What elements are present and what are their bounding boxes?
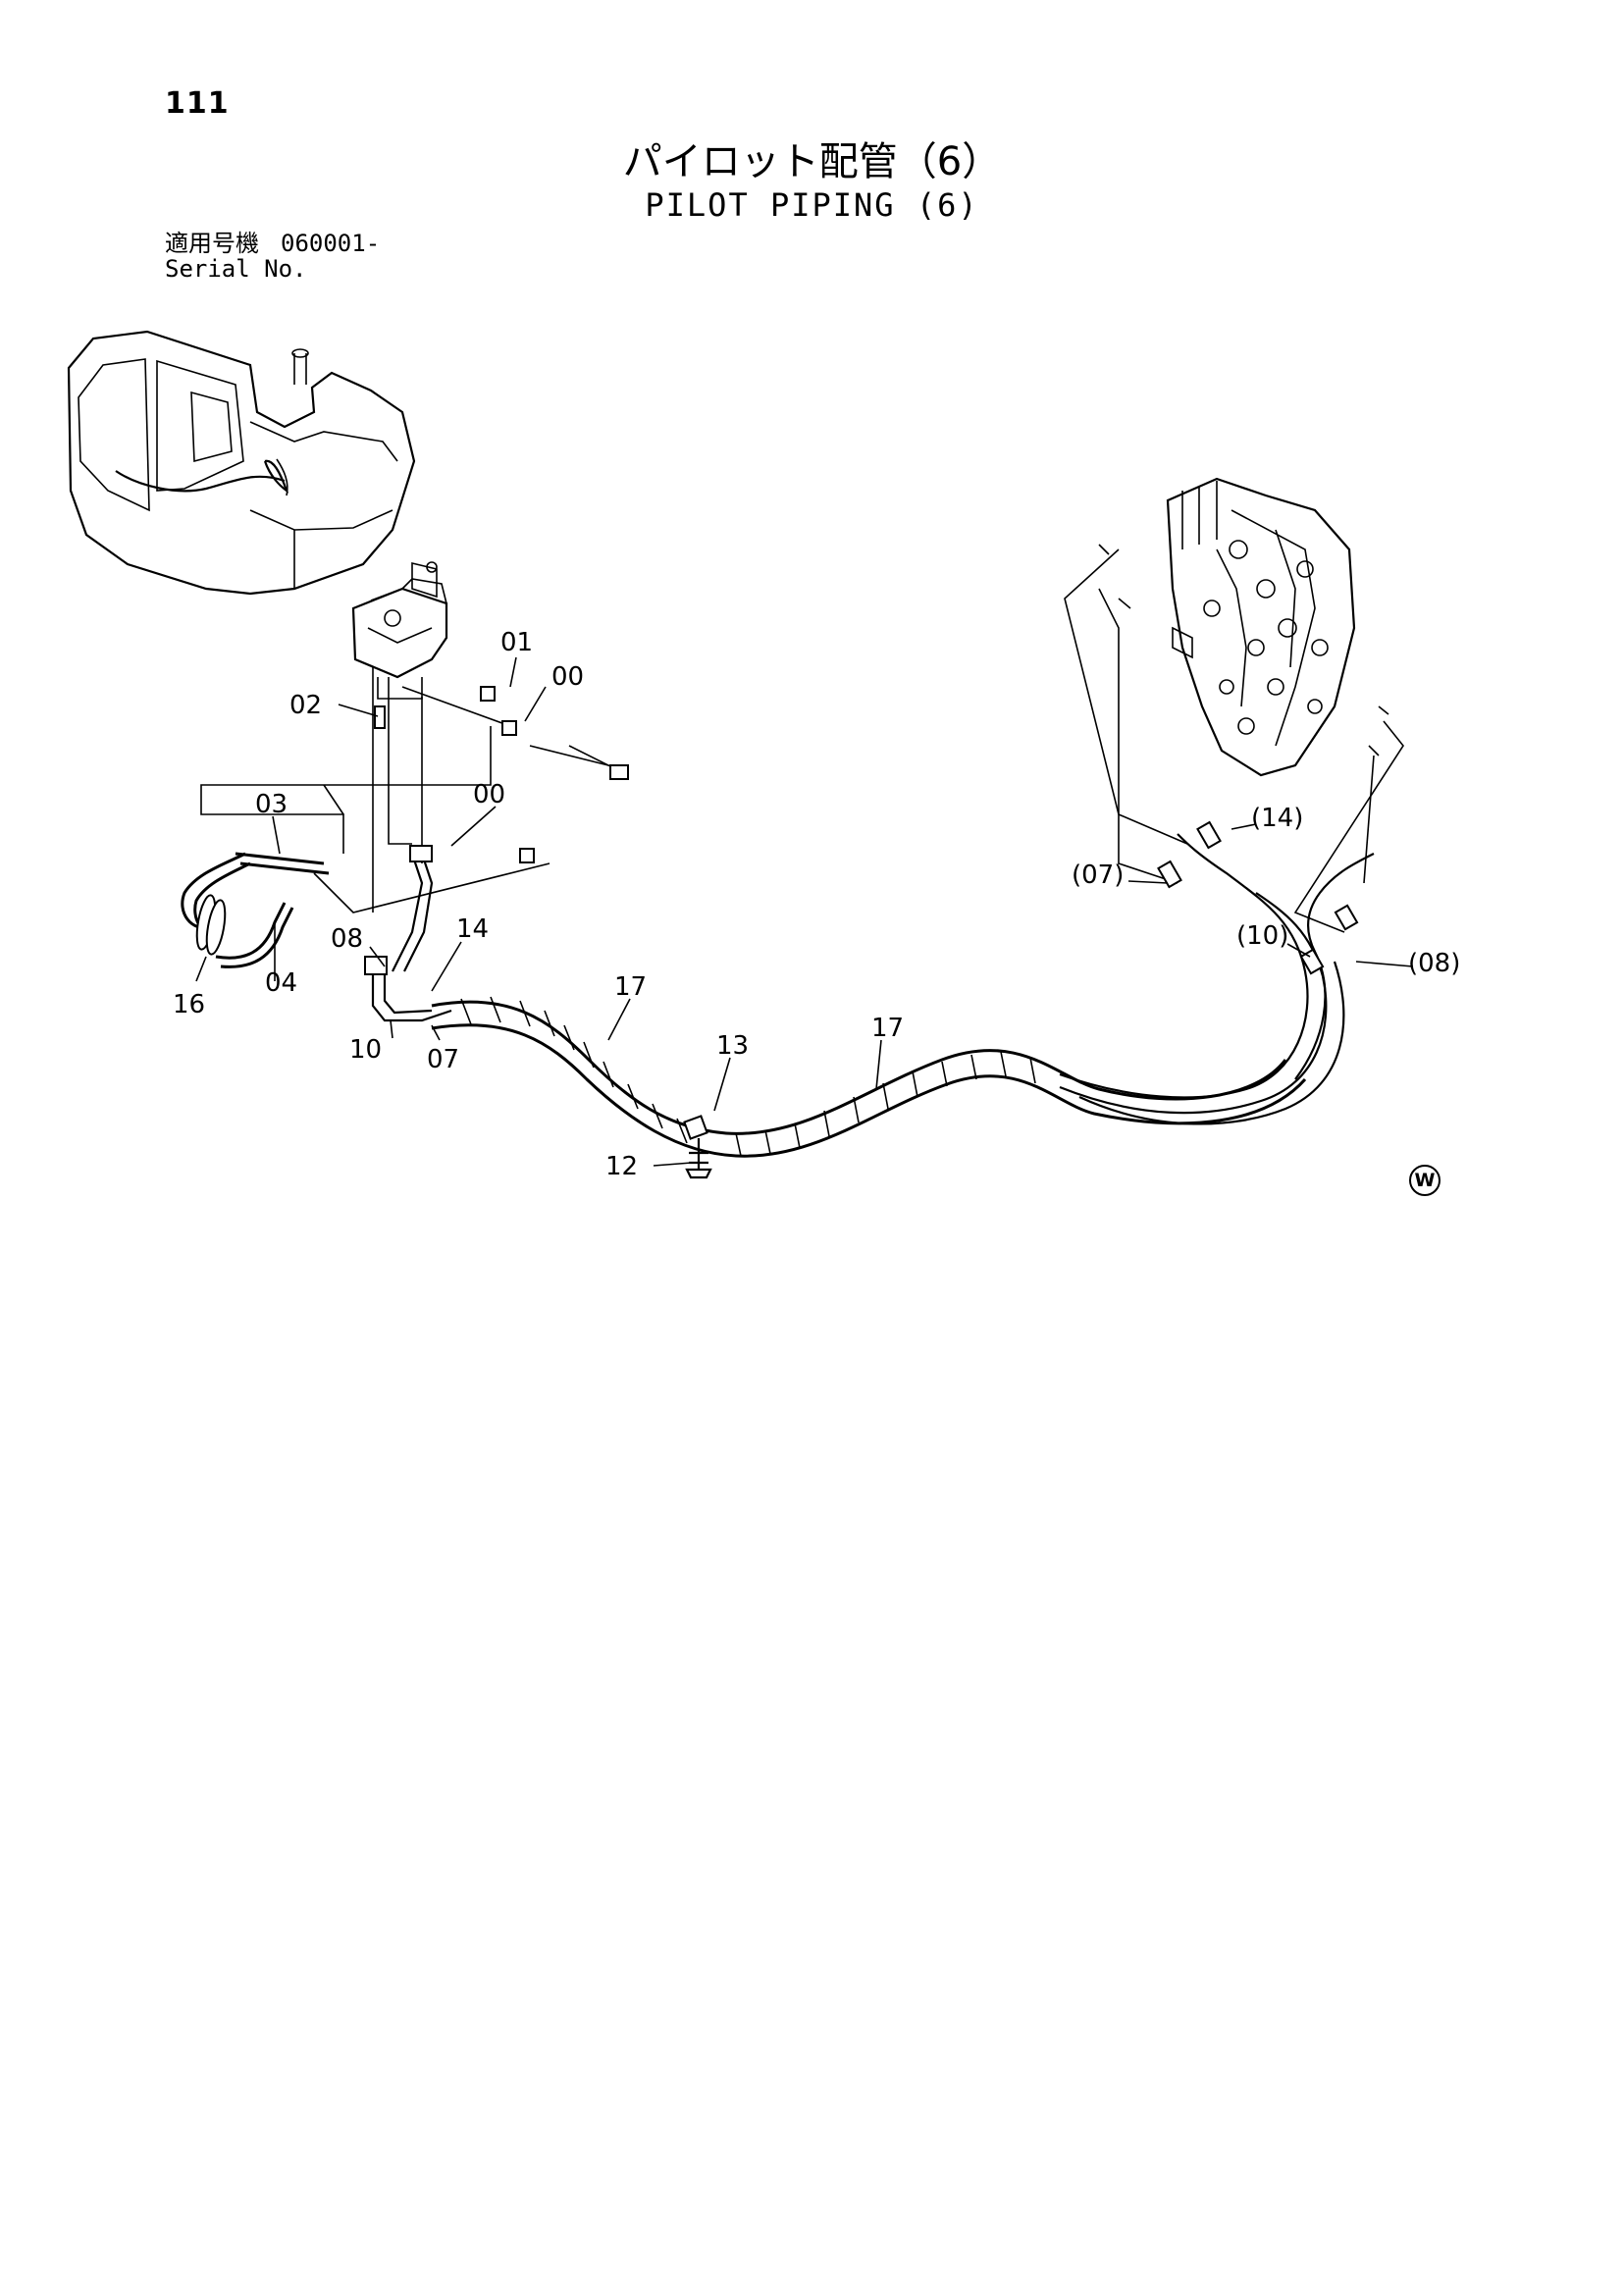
callout-label: 00: [473, 780, 505, 809]
callout-label: 16: [173, 990, 205, 1019]
serial-value: 060001-: [281, 230, 381, 257]
callout-label: (08): [1408, 949, 1460, 978]
serial-block: 適用号機 060001- Serial No.: [165, 231, 380, 282]
w-mark-icon: W: [1409, 1165, 1441, 1196]
control-valve-icon: [1098, 477, 1389, 777]
callout-label: 17: [871, 1014, 904, 1043]
callout-label: (10): [1236, 921, 1288, 951]
callout-label: (14): [1251, 804, 1303, 833]
hose-assembly-icon: [181, 686, 629, 1022]
callout-label: 13: [716, 1031, 749, 1061]
callout-label: (07): [1072, 861, 1124, 890]
callout-label: 04: [265, 968, 297, 998]
callout-label: 07: [427, 1045, 459, 1074]
main-hose: [431, 820, 1375, 1179]
serial-label-en: Serial No.: [165, 255, 307, 283]
title-english: PILOT PIPING (6): [645, 186, 979, 224]
pilot-valve-icon: [351, 561, 448, 700]
callout-label: 14: [456, 914, 489, 944]
callout-labels: 01 00 02 03 00 04 16 08 14 10 07 17 13 1…: [173, 628, 1460, 1181]
callout-label: 00: [551, 662, 584, 692]
callout-label: 10: [349, 1035, 382, 1065]
callout-label: 02: [289, 691, 322, 720]
callout-label: 12: [605, 1152, 638, 1181]
serial-label-jp: 適用号機: [165, 230, 259, 257]
excavator-icon: [67, 330, 416, 596]
title-japanese: パイロット配管（6）: [622, 139, 1002, 184]
page-number: 111: [165, 86, 230, 121]
leader-lines: [200, 548, 1404, 933]
callout-label: 08: [331, 924, 363, 954]
callout-label: 03: [255, 790, 288, 819]
callout-label: 01: [500, 628, 533, 657]
callout-leaders: [195, 656, 1414, 1167]
callout-label: 17: [614, 972, 647, 1002]
